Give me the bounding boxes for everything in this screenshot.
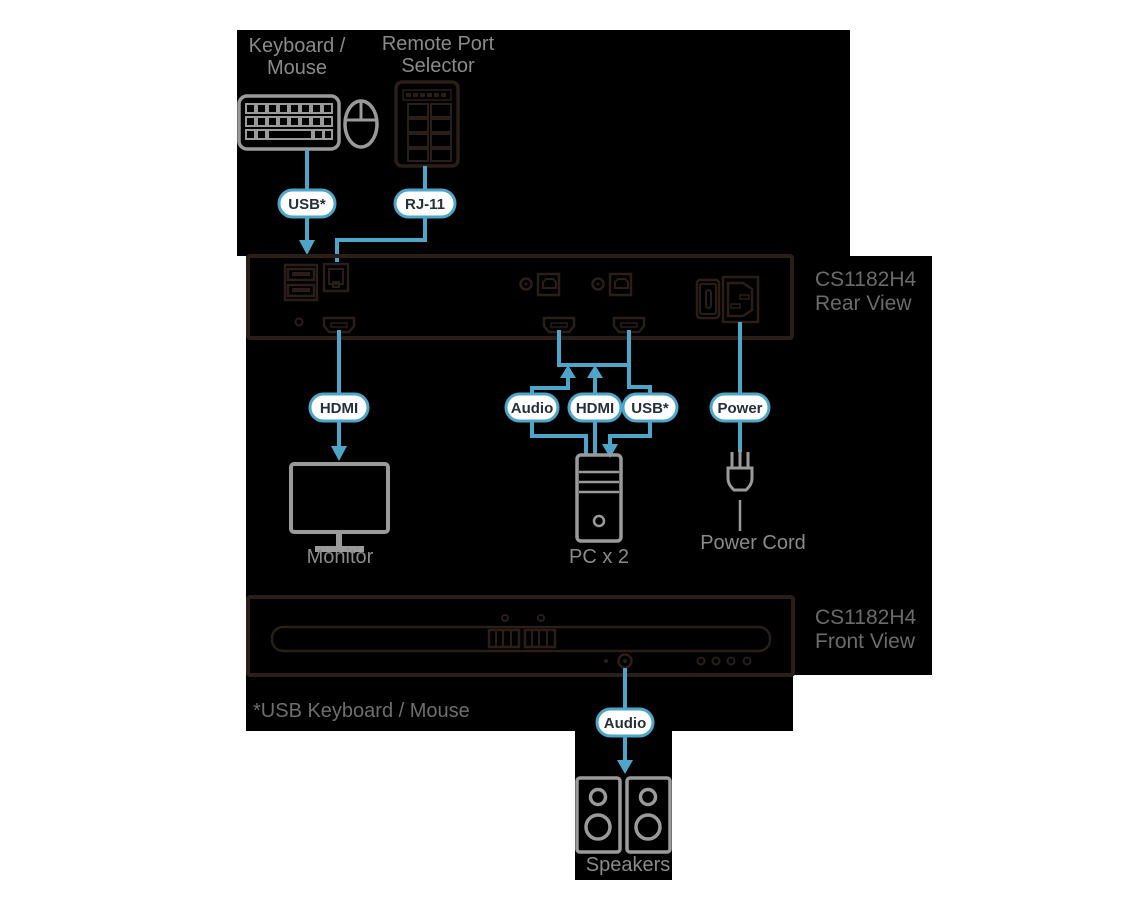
hdmi-pc-pill: HDMI: [567, 392, 623, 423]
pc1-hdmi-port-icon: [542, 316, 576, 334]
port2-led-icon: [537, 614, 545, 622]
kvm-front-panel: [246, 595, 795, 677]
audio-pc-pill: Audio: [504, 392, 560, 423]
rear-view-label-line1: CS1182H4: [815, 268, 916, 291]
rear-view-label-line2: Rear View: [815, 292, 912, 315]
keyboard-icon: [237, 94, 341, 151]
power-cord-icon: [726, 450, 754, 531]
usb-pc-pill-label: USB*: [631, 400, 669, 417]
remote-port-selector-label-line2: Selector: [401, 55, 475, 77]
port-select-button2-icon: [523, 628, 557, 649]
rj11-port-icon: [322, 262, 350, 293]
audio-speakers-pill: Audio: [595, 707, 655, 738]
pc2-audio-jack-icon: [591, 277, 605, 291]
pc-tower-icon: [575, 453, 623, 543]
usb-footnote: *USB Keyboard / Mouse: [253, 700, 470, 722]
speaker-audio-cable: [617, 668, 633, 774]
mouse-icon: [343, 99, 379, 149]
front-led-row-icon: [696, 656, 752, 666]
pc1-audio-jack-icon: [519, 277, 533, 291]
audio-pc-pill-label: Audio: [511, 400, 554, 417]
audio-speakers-pill-label: Audio: [604, 715, 647, 732]
usb-pc-pill: USB*: [621, 392, 679, 423]
top-labels: Keyboard / Mouse Remote Port Selector: [249, 33, 495, 79]
rj11-connector-pill-label: RJ-11: [405, 196, 445, 213]
usb-pc-down-arrow-icon: [602, 444, 618, 458]
kvm-rear-panel: [246, 254, 794, 340]
power-cord-label: Power Cord: [700, 532, 806, 554]
hdmi-up-arrow-icon: [587, 365, 603, 378]
speakers-label: Speakers: [586, 854, 671, 876]
usb-console-ports-icon: [283, 263, 319, 302]
hdmi-monitor-pill-label: HDMI: [320, 400, 358, 417]
pc1-usb-b-port-icon: [536, 272, 561, 297]
monitor-down-arrow-icon: [331, 446, 347, 461]
monitor-icon: [289, 462, 390, 552]
hdmi-monitor-cable: [331, 330, 347, 461]
port-select-button1-icon: [487, 628, 521, 649]
monitor-label: Monitor: [307, 546, 374, 568]
keyboard-mouse-label-line1: Keyboard /: [249, 35, 346, 57]
pc2-usb-b-port-icon: [608, 272, 633, 297]
pc2-hdmi-port-icon: [612, 316, 646, 334]
keyboard-mouse-label-line2: Mouse: [267, 57, 327, 79]
audio-up-arrow-icon: [560, 365, 576, 378]
front-view-label: CS1182H4 Front View: [815, 606, 916, 653]
remote-port-selector-label-line1: Remote Port: [382, 33, 495, 55]
pc-label: PC x 2: [569, 546, 629, 568]
background-regions: [237, 30, 932, 880]
power-pill-label: Power: [717, 400, 762, 417]
usb-down-arrow-icon: [299, 240, 315, 255]
usb-connector-pill: USB*: [277, 188, 337, 219]
mic-hole-icon: [604, 659, 608, 663]
usb-connector-pill-label: USB*: [288, 196, 326, 213]
front-view-label-line1: CS1182H4: [815, 606, 916, 629]
background-top-region: [237, 30, 850, 256]
hdmi-pc-pill-label: HDMI: [576, 400, 614, 417]
port1-led-icon: [501, 614, 509, 622]
pc-cable-harness: [530, 330, 652, 458]
rear-view-label: CS1182H4 Rear View: [815, 268, 916, 315]
console-audio-jack-icon: [294, 317, 304, 327]
front-view-label-line2: Front View: [815, 630, 916, 653]
speakers-icon: [575, 776, 672, 854]
background-note-region: [246, 675, 793, 731]
front-audio-jack-icon: [617, 653, 633, 669]
power-pill: Power: [709, 392, 771, 423]
speaker-down-arrow-icon: [617, 760, 633, 774]
hdmi-console-port-icon: [322, 316, 356, 334]
power-switch-icon: [695, 278, 721, 320]
hdmi-monitor-pill: HDMI: [308, 392, 370, 423]
rj11-connector-pill: RJ-11: [393, 188, 457, 219]
